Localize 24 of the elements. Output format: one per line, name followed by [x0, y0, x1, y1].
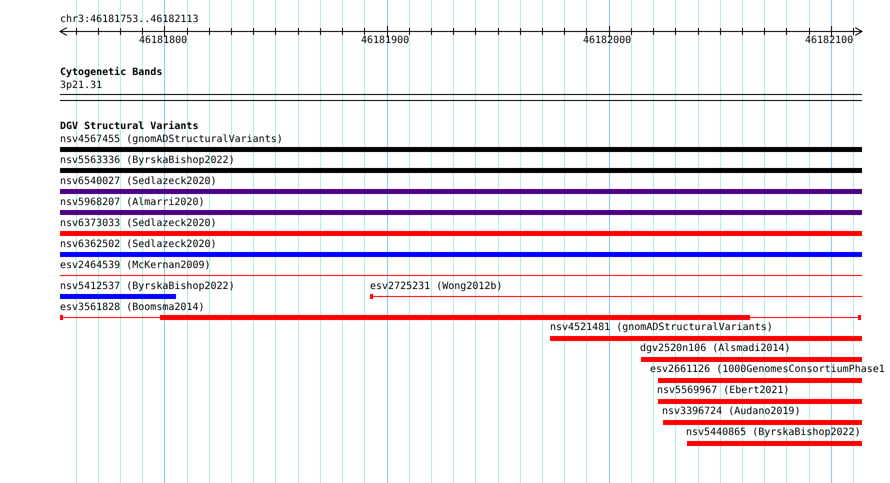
- tick-label: 46181800: [139, 35, 188, 47]
- track-title: Cytogenetic Bands: [60, 67, 162, 79]
- feature-label: nsv4567455 (gnomADStructuralVariants): [60, 134, 283, 146]
- coordinate-range-label: chr3:46181753..46182113: [60, 14, 198, 26]
- feature-label: nsv3396724 (Audano2019): [662, 406, 800, 418]
- feature-label: nsv5569967 (Ebert2021): [657, 385, 790, 397]
- tick-label: 46182100: [805, 35, 854, 47]
- feature-label: nsv6362502 (Sedlazeck2020): [60, 239, 217, 251]
- band-label: 3p21.31: [60, 80, 102, 92]
- feature-label: nsv6540027 (Sedlazeck2020): [60, 176, 217, 188]
- feature-label: dgv2520n106 (Alsmadi2014): [640, 343, 791, 355]
- feature-label: esv2725231 (Wong2012b): [370, 281, 502, 293]
- feature-label: esv2661126 (1000GenomesConsortiumPhase1: [650, 364, 885, 376]
- feature-label: nsv5440865 (ByrskaBishop2022): [686, 427, 861, 439]
- feature-label: nsv6373033 (Sedlazeck2020): [60, 218, 217, 230]
- feature-label: nsv5563336 (ByrskaBishop2022): [60, 155, 235, 167]
- feature-label: esv3561828 (Boomsma2014): [60, 302, 204, 314]
- feature-label: nsv4521481 (gnomADStructuralVariants): [550, 322, 773, 334]
- tick-label: 46182000: [583, 35, 632, 47]
- feature-label: nsv5968207 (Almarri2020): [60, 197, 204, 209]
- feature-label: nsv5412537 (ByrskaBishop2022): [60, 281, 235, 293]
- tick-label: 46181900: [361, 35, 410, 47]
- feature-label: esv2464539 (McKernan2009): [60, 260, 211, 272]
- track-title: DGV Structural Variants: [60, 121, 198, 133]
